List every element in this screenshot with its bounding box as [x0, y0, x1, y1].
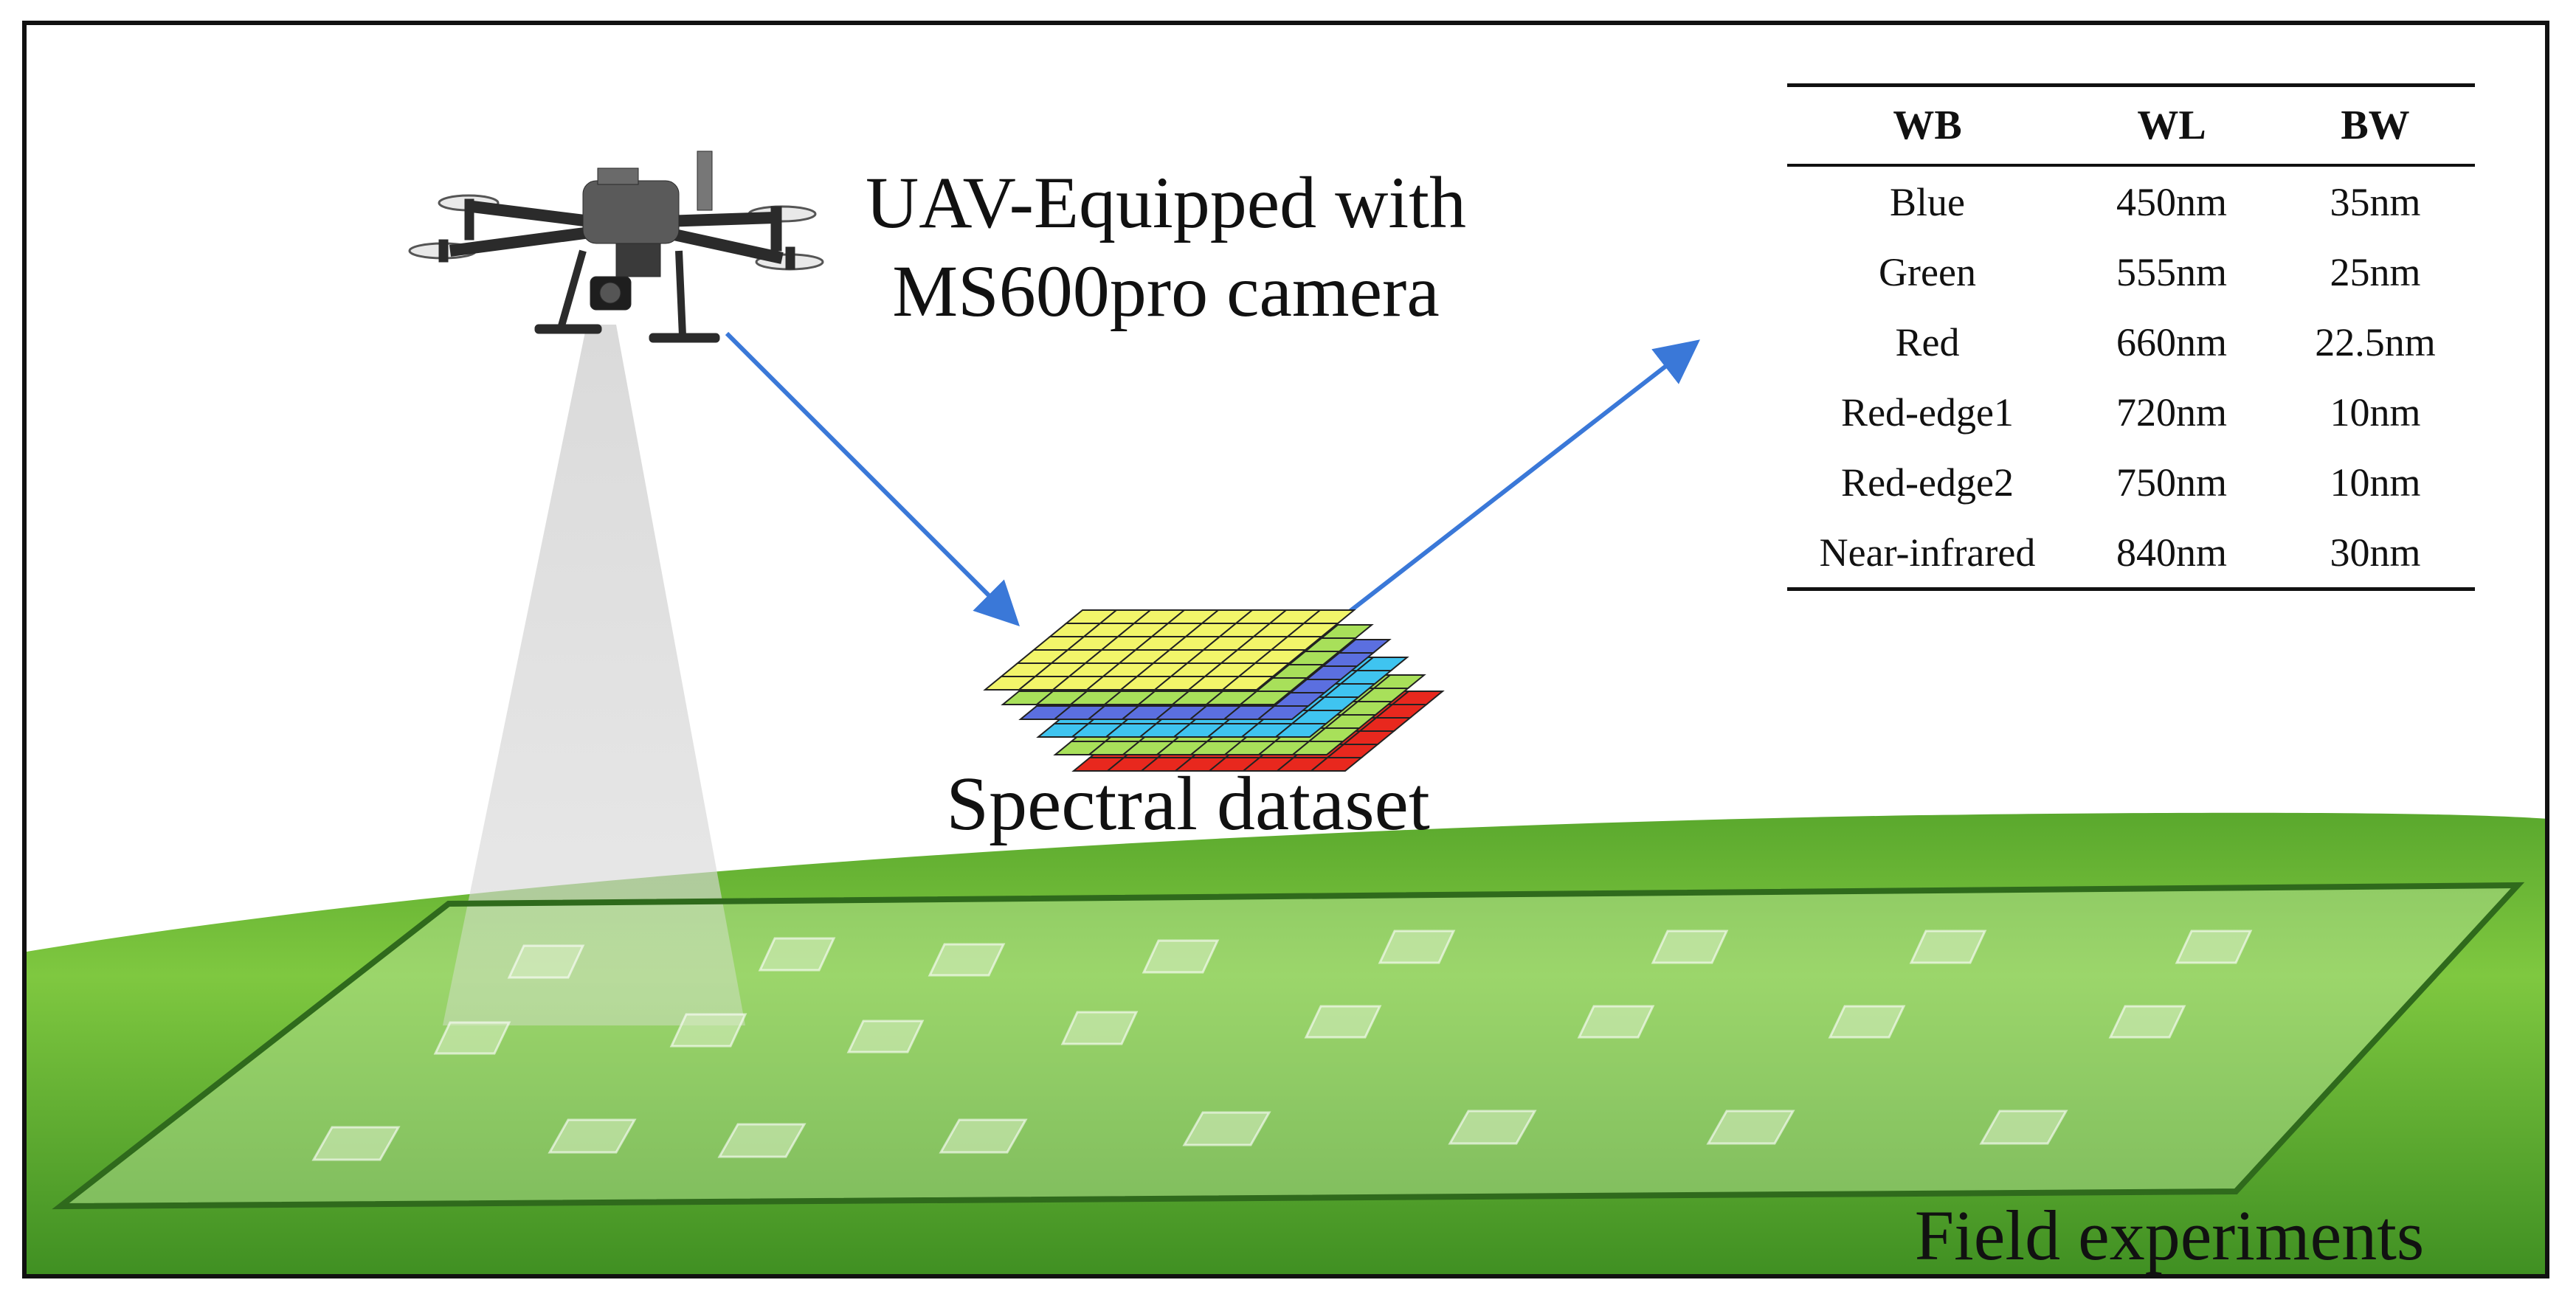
header-bw: BW	[2276, 83, 2475, 167]
field-plot-icon	[52, 882, 2525, 1210]
table-row: Red-edge1 720nm 10nm	[1787, 377, 2475, 447]
band-wavelength: 555nm	[2116, 249, 2227, 294]
band-bandwidth: 22.5nm	[2315, 319, 2436, 364]
header-wb: WB	[1787, 83, 2068, 167]
band-name: Red	[1895, 319, 1960, 364]
band-name: Red-edge1	[1841, 390, 2014, 435]
spectral-cell	[1372, 674, 1426, 689]
table-row: Red 660nm 22.5nm	[1787, 307, 2475, 377]
spectral-cell	[1337, 639, 1392, 654]
table-row: Red-edge2 750nm 10nm	[1787, 447, 2475, 517]
band-name: Green	[1879, 249, 1976, 294]
band-bandwidth: 30nm	[2276, 517, 2475, 591]
spectral-layer	[983, 609, 1356, 691]
header-wl: WL	[2068, 83, 2276, 167]
band-table-header: WB WL BW	[1787, 83, 2475, 167]
band-bandwidth: 10nm	[2330, 390, 2421, 435]
uav-title: UAV-Equipped with MS600pro camera	[834, 159, 1498, 336]
band-bandwidth: 25nm	[2330, 249, 2421, 294]
table-row: Near-infrared 840nm 30nm	[1787, 517, 2475, 591]
spectral-cell	[1390, 691, 1445, 705]
table-row: Green 555nm 25nm	[1787, 237, 2475, 307]
arrow-to-dataset	[725, 331, 1020, 626]
spectral-dataset-label: Spectral dataset	[946, 761, 1430, 846]
spectral-cell	[1355, 657, 1409, 671]
band-bandwidth: 10nm	[2330, 460, 2421, 505]
band-wavelength: 840nm	[2068, 517, 2276, 591]
figure-frame	[22, 21, 2549, 1278]
camera-beam	[443, 325, 745, 1025]
band-name: Blue	[1890, 179, 1965, 224]
band-name: Near-infrared	[1787, 517, 2068, 591]
band-wavelength: 660nm	[2116, 319, 2227, 364]
band-wavelength: 450nm	[2116, 179, 2227, 224]
arrow-to-table	[1349, 339, 1700, 613]
band-wavelength: 720nm	[2116, 390, 2227, 435]
band-table: WB WL BW Blue 450nm 35nm Green 555nm 25n…	[1787, 83, 2475, 591]
band-bandwidth: 35nm	[2330, 179, 2421, 224]
table-row: Blue 450nm 35nm	[1787, 165, 2475, 237]
spectral-cell	[1302, 609, 1356, 624]
spectral-cell	[1319, 624, 1374, 639]
uav-title-line-2: MS600pro camera	[892, 250, 1440, 332]
field-experiments-label: Field experiments	[1914, 1196, 2425, 1275]
band-name: Red-edge2	[1841, 460, 2014, 505]
spectral-stack-icon	[983, 609, 1445, 772]
band-wavelength: 750nm	[2116, 460, 2227, 505]
uav-title-line-1: UAV-Equipped with	[866, 162, 1466, 243]
drone-icon	[408, 150, 824, 343]
